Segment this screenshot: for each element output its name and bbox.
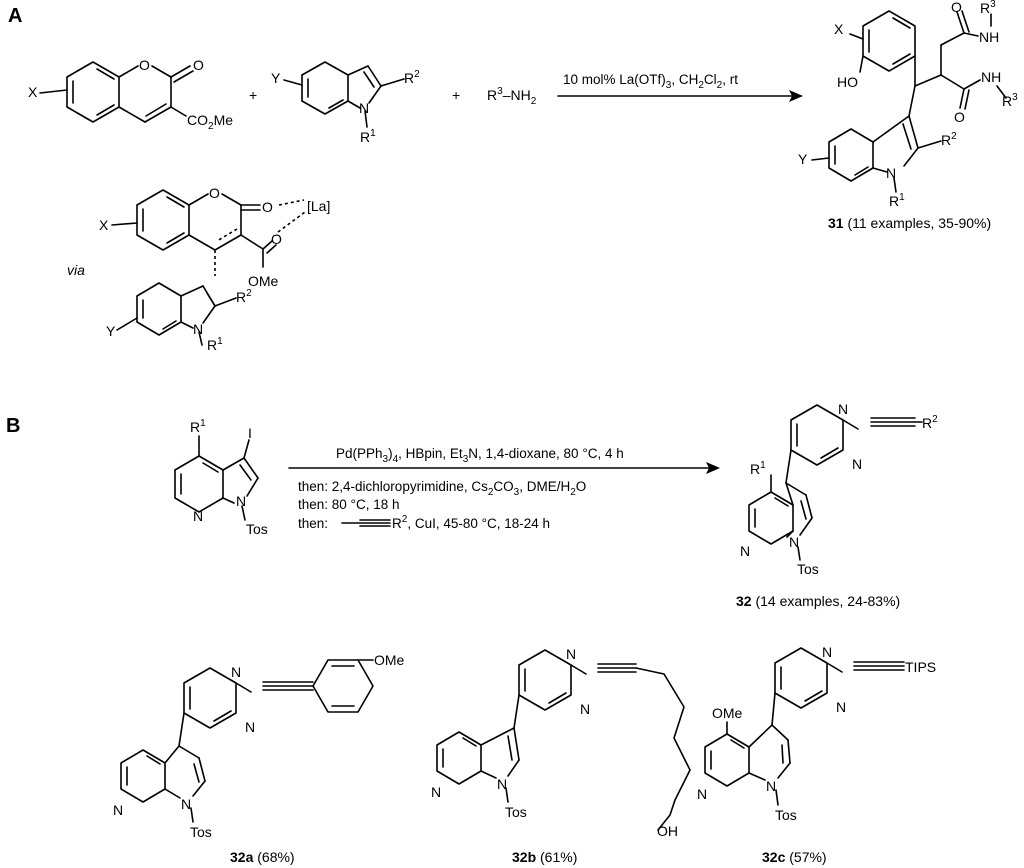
hydroxyl-31: HO [837, 74, 858, 90]
atom-n-32b-pyr: N [431, 784, 441, 800]
conditions-a: 10 mol% La(OTf)3, CH2Cl2, rt [563, 72, 738, 91]
amide-nh-top: NH [979, 29, 999, 45]
example-32c-structure: N N TIPS OMe N N Tos [697, 644, 936, 823]
substituent-r1: R1 [360, 128, 376, 145]
product-31-caption: 31 (11 examples, 35-90%) [828, 215, 991, 231]
example-32a-structure: N N OMe N N Tos [113, 652, 405, 840]
tosyl-32a: Tos [190, 824, 212, 840]
methoxy-32a: OMe [374, 652, 405, 668]
substituent-r1-31: R1 [889, 192, 905, 209]
atom-n-32c-1: N [822, 644, 832, 660]
plus-sign-1: + [249, 87, 257, 103]
conditions-b-line4: R2, CuI, 45-80 °C, 18-24 h [392, 514, 550, 531]
substituent-x: X [28, 84, 38, 100]
tosyl-32b: Tos [505, 804, 527, 820]
conditions-b-line3: then: 80 °C, 18 h [298, 497, 399, 512]
atom-n-32b-pyrrole: N [497, 776, 507, 792]
atom-n-pym-2: N [852, 456, 862, 472]
substituent-r2-32: R2 [922, 414, 938, 431]
substituent-r2-int: R2 [236, 288, 252, 305]
substituent-r1-b: R1 [190, 418, 206, 435]
panel-label-a: A [8, 5, 22, 27]
product-31-structure: X HO NH R3 O NH R3 O N R2 R1 Y [798, 0, 1018, 209]
conditions-b-line4-prefix: then: [298, 516, 328, 531]
atom-n-pyridine: N [193, 508, 203, 524]
substituent-y-int: Y [106, 323, 116, 339]
atom-n-32b-1: N [566, 646, 576, 662]
tosyl-group: Tos [246, 521, 268, 537]
via-label: via [67, 262, 85, 278]
tosyl-group-32: Tos [797, 561, 819, 577]
substituent-r1-int: R1 [207, 336, 223, 353]
atom-n-32c-pyr: N [697, 786, 707, 802]
tosyl-32c: Tos [775, 807, 797, 823]
ester-group: CO2Me [187, 112, 233, 132]
atom-n-32a-1: N [231, 664, 241, 680]
reaction-arrow-b: Pd(PPh3)4, HBpin, Et3N, 1,4-dioxane, 80 … [288, 446, 720, 531]
substituent-r2: R2 [404, 69, 420, 86]
hydroxyl-32b: OH [657, 823, 678, 839]
substituent-x-int: X [99, 217, 109, 233]
atom-n-31: N [886, 165, 896, 181]
substituent-r1-32: R1 [750, 460, 766, 477]
lanthanum-label: [La] [307, 198, 330, 214]
example-32c-caption: 32c (57%) [762, 849, 827, 865]
amine-reagent: R3–NH2 [487, 86, 537, 107]
atom-o-amide-top: O [951, 0, 962, 15]
conditions-b-line1: Pd(PPh3)4, HBpin, Et3N, 1,4-dioxane, 80 … [336, 446, 624, 465]
indole-reactant: N Y R2 R1 [271, 61, 420, 145]
coumarin-reactant: O O X CO2Me [28, 57, 233, 132]
atom-n-32b-2: N [580, 701, 590, 717]
atom-n-32a-pyr: N [113, 802, 123, 818]
atom-n-pyrrole-32: N [789, 534, 799, 550]
atom-n-int: N [193, 321, 203, 337]
substituent-r3-bottom: R3 [1002, 92, 1018, 109]
substituent-r2-31: R2 [941, 131, 957, 148]
atom-n-32a-2: N [245, 719, 255, 735]
atom-o-amide-bottom: O [954, 109, 965, 125]
substituent-y-31: Y [798, 151, 808, 167]
reaction-arrow-a: 10 mol% La(OTf)3, CH2Cl2, rt [557, 72, 803, 102]
atom-n-32a-pyrrole: N [181, 796, 191, 812]
atom-n-pyrrole: N [236, 493, 246, 509]
atom-n-32c-pyrrole: N [766, 778, 776, 794]
panel-label-b: B [6, 415, 20, 437]
amide-nh-bottom: NH [981, 69, 1001, 85]
product-32-caption: 32 (14 examples, 24-83%) [736, 593, 900, 609]
example-32b-structure: N N OH N N Tos [431, 646, 691, 839]
plus-sign-2: + [452, 87, 460, 103]
substituent-x-31: X [834, 21, 844, 37]
intermediate-complex: O O [La] O OMe X N R2 R1 Y [99, 185, 330, 353]
example-32b-caption: 32b (61%) [512, 849, 577, 865]
atom-n-32c-2: N [836, 699, 846, 715]
atom-o-carbonyl: O [193, 57, 204, 73]
atom-n-indole: N [359, 100, 369, 116]
methoxy-int: OMe [248, 273, 279, 289]
iodine-atom: I [248, 425, 252, 441]
atom-n-pym-1: N [838, 401, 848, 417]
atom-n-pyridine-32: N [740, 543, 750, 559]
product-32-structure: N N R2 R1 N N Tos [740, 401, 938, 577]
example-32a-caption: 32a (68%) [230, 849, 295, 865]
substituent-r3-top: R3 [980, 0, 996, 16]
atom-o-carbonyl-int: O [262, 199, 273, 215]
atom-o-ester-int: O [271, 231, 282, 247]
tips-group-32c: TIPS [905, 659, 936, 675]
atom-o-ring-int: O [209, 185, 220, 201]
atom-o-ring: O [139, 57, 150, 73]
substituent-y: Y [271, 70, 281, 86]
azaindole-reactant: N N Tos I R1 [174, 418, 268, 537]
conditions-b-line2: then: 2,4-dichloropyrimidine, Cs2CO3, DM… [298, 479, 586, 498]
methoxy-32c: OMe [712, 705, 743, 721]
